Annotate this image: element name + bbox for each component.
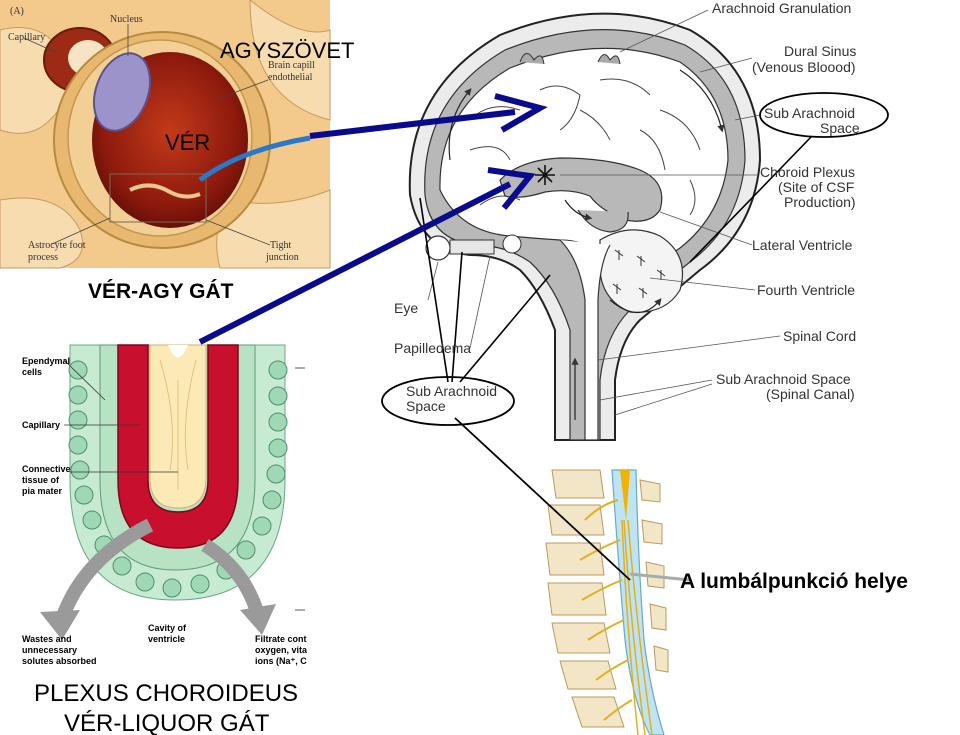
label-sas-spinal-2: (Spinal Canal) (766, 386, 855, 402)
label-sub-arachnoid-lower-1: Sub Arachnoid (406, 383, 497, 399)
label-tight-1: Tight (270, 240, 292, 251)
label-sub-arachnoid-upper-1: Sub Arachnoid (764, 105, 855, 121)
label-filtrate-3: ions (Na⁺, C (255, 656, 307, 666)
label-dural-sinus-1: Dural Sinus (784, 43, 856, 59)
bbb-illustration: (A) Capillary Nucleus Brain capill endot… (0, 0, 354, 269)
label-ver: VÉR (165, 130, 210, 155)
label-sas-spinal-1: Sub Arachnoid Space (716, 371, 851, 387)
label-spinal-cord: Spinal Cord (783, 328, 856, 344)
label-wastes-2: unnecessary (22, 645, 77, 655)
label-filtrate-1: Filtrate cont (255, 634, 307, 644)
highlight-ellipse-lower (381, 376, 515, 426)
blue-arrow-bbb (198, 93, 548, 183)
label-sub-arachnoid-lower-2: Space (406, 398, 446, 414)
label-choroid-plexus-3: Production) (784, 194, 856, 210)
label-filtrate-2: oxygen, vita (255, 645, 308, 655)
label-nucleus: Nucleus (110, 14, 143, 25)
label-cavity-1: Cavity of (148, 623, 187, 633)
title-plexus-choroideus: PLEXUS CHOROIDEUS (34, 680, 298, 707)
label-astrocyte-1: Astrocyte foot (28, 240, 86, 251)
label-eye: Eye (394, 300, 418, 316)
label-wastes-3: solutes absorbed (22, 656, 97, 666)
label-astrocyte-2: process (28, 252, 58, 263)
label-ependymal-1: Ependymal (22, 356, 70, 366)
label-papilledema: Papilledema (394, 340, 471, 356)
label-tight-2: junction (265, 252, 299, 263)
label-fourth-ventricle: Fourth Ventricle (757, 282, 855, 298)
label-brain-capill-2: endothelial (268, 72, 313, 83)
label-capillary-top: Capillary (8, 32, 45, 43)
label-arachnoid-granulation: Arachnoid Granulation (712, 0, 851, 16)
connector-sas-to-lumbar (454, 417, 631, 581)
highlight-ellipse-upper (759, 92, 889, 138)
brain-csf-diagram: Arachnoid Granulation Dural Sinus (Venou… (381, 0, 889, 441)
label-capillary-plexus: Capillary (22, 420, 60, 430)
label-ver-agy-gat: VÉR-AGY GÁT (88, 280, 234, 303)
lumbar-spine-illustration (545, 465, 691, 735)
label-agyszovet: AGYSZÖVET (220, 38, 354, 63)
blue-arrow-plexus (198, 167, 536, 345)
label-ependymal-2: cells (22, 367, 42, 377)
label-choroid-plexus-1: Choroid Plexus (760, 164, 855, 180)
label-lumbar-puncture: A lumbálpunkció helye (680, 570, 908, 593)
panel-tag-a: (A) (10, 6, 24, 17)
label-sub-arachnoid-upper-2: Space (820, 120, 860, 136)
label-lateral-ventricle: Lateral Ventricle (752, 237, 853, 253)
label-brain-capill-1: Brain capill (268, 60, 315, 71)
label-connective-3: pia mater (22, 486, 63, 496)
label-wastes-1: Wastes and (22, 634, 72, 644)
label-choroid-plexus-2: (Site of CSF (778, 179, 854, 195)
label-dural-sinus-2: (Venous Bloood) (752, 59, 856, 75)
label-connective-1: Connective (22, 464, 71, 474)
label-connective-2: tissue of (22, 475, 60, 485)
choroid-plexus-illustration: Ependymal cells Capillary Connective tis… (22, 344, 308, 666)
title-ver-liquor-gat: VÉR-LIQUOR GÁT (64, 710, 270, 735)
label-cavity-2: ventricle (148, 634, 185, 644)
